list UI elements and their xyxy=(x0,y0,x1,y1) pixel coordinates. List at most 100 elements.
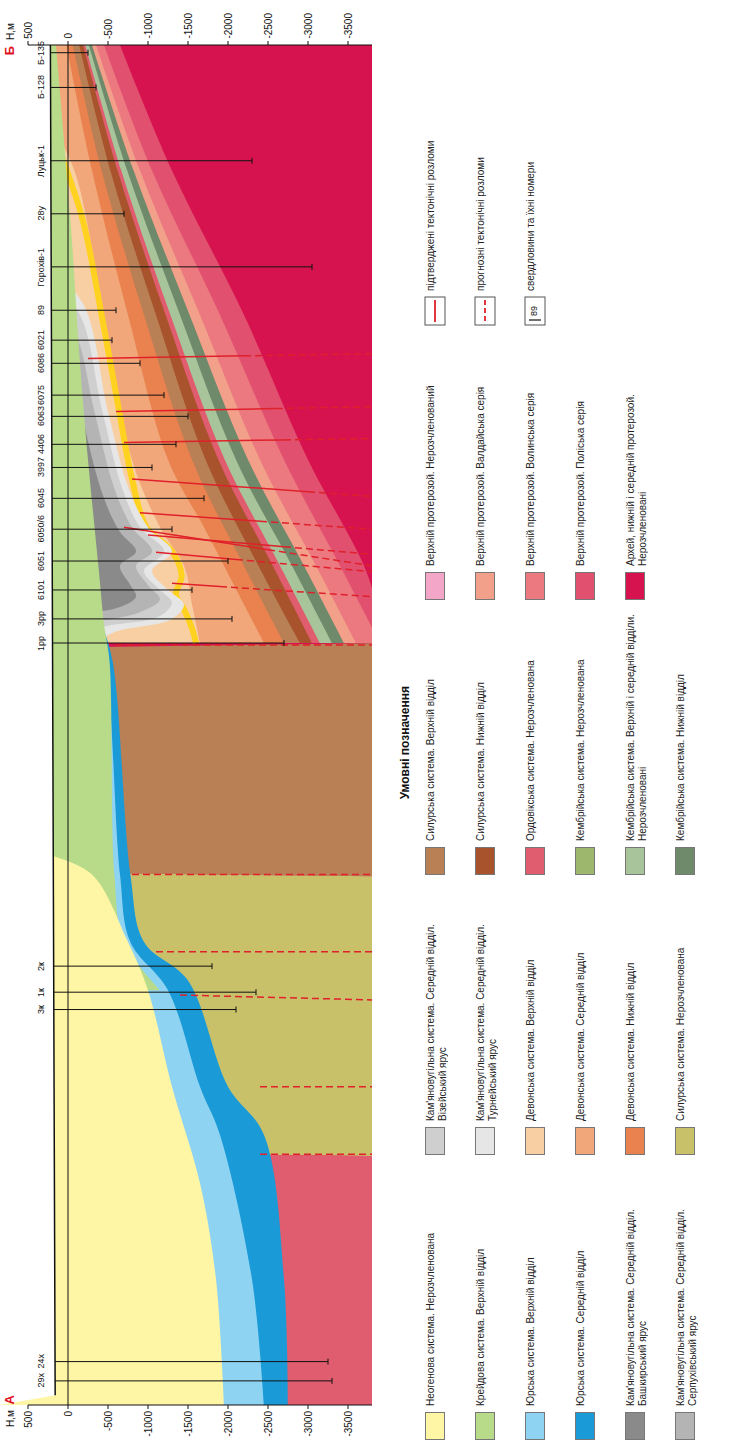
well-line xyxy=(53,643,284,644)
legend-swatch xyxy=(475,1127,495,1155)
legend-swatch xyxy=(625,1127,645,1155)
fault-confirmed xyxy=(116,409,276,412)
fault-confirmed xyxy=(88,356,244,359)
well-line xyxy=(52,561,228,562)
fault-predicted xyxy=(308,492,372,497)
well-bottom xyxy=(124,211,125,217)
fault-confirmed-symbol xyxy=(434,300,436,322)
legend-swatch xyxy=(575,1127,595,1155)
legend-swatch xyxy=(625,1412,645,1440)
well-line xyxy=(50,52,88,53)
well-line xyxy=(52,444,176,445)
legend-swatch xyxy=(425,1412,445,1440)
depth-value: -3000 xyxy=(303,13,314,39)
well-bottom xyxy=(332,1378,333,1384)
fault-predicted xyxy=(276,407,372,409)
well-bottom xyxy=(112,337,113,343)
well-number: Б-128 xyxy=(37,75,47,99)
legend-symbol-box xyxy=(475,297,495,325)
legend-heading: Умовні позначення xyxy=(399,686,412,799)
well-bottom xyxy=(172,526,173,532)
well-number: 29х xyxy=(37,1373,47,1388)
well-number: 6021 xyxy=(37,330,47,350)
well-bottom xyxy=(176,441,177,447)
well-number: 3к xyxy=(37,1005,47,1014)
well-line xyxy=(52,467,152,468)
legend-text: Верхній протерозой. Волинська серія xyxy=(525,335,537,566)
fault-predicted xyxy=(220,586,372,596)
well-number: 2к xyxy=(37,962,47,971)
fault-confirmed xyxy=(124,440,284,442)
well-line xyxy=(52,498,204,499)
legend-swatch xyxy=(675,847,695,875)
fault-predicted xyxy=(260,1153,372,1155)
legend-swatch xyxy=(575,1412,595,1440)
well-bottom xyxy=(204,495,205,501)
well-number: 3рр xyxy=(37,611,47,626)
legend-text: підтверджені тектонічні розломи xyxy=(425,60,437,291)
legend-text: Кам'яновугільна система. Середній відділ… xyxy=(425,885,448,1121)
well-number: 4406 xyxy=(37,434,47,454)
well-line xyxy=(52,363,140,364)
axis-tick xyxy=(228,1405,229,1409)
fault-predicted xyxy=(116,644,372,646)
depth-axis xyxy=(28,41,372,45)
well-symbol xyxy=(529,319,541,320)
well-line xyxy=(51,160,252,161)
well-line xyxy=(51,340,112,341)
depth-value: -2000 xyxy=(223,1411,234,1437)
well-line xyxy=(55,1380,332,1381)
well-bottom xyxy=(164,392,165,398)
legend-text: Кембрійська система. Нерозчленована xyxy=(575,610,587,841)
fault-predicted xyxy=(260,1086,372,1088)
fault-predicted xyxy=(284,439,372,440)
legend-text: Кам'яновугільна система. Середній відділ… xyxy=(475,885,498,1121)
legend-text: прогнозні тектонічні розломи xyxy=(475,60,487,291)
well-bottom xyxy=(232,616,233,622)
well-number: Луцьк-1 xyxy=(37,145,47,177)
well-bottom xyxy=(96,84,97,90)
well-line xyxy=(51,310,116,311)
sky-mask xyxy=(0,45,55,1405)
legend-text: Девонська система. Середній відділ xyxy=(575,885,587,1121)
well-bottom xyxy=(312,264,313,270)
well-line xyxy=(52,618,232,619)
fault-predicted xyxy=(236,559,372,571)
well-line xyxy=(52,395,164,396)
well-bottom xyxy=(88,50,89,56)
legend-text: Неогенова система. Нерозчленована xyxy=(425,1165,437,1406)
legend-swatch xyxy=(675,1127,695,1155)
fault-predicted xyxy=(132,874,372,876)
legend-swatch xyxy=(525,1127,545,1155)
fault-confirmed xyxy=(156,552,236,559)
axis-tick xyxy=(188,1405,189,1409)
axis-tick xyxy=(108,41,109,45)
legend-swatch xyxy=(525,572,545,600)
legend-text: Силурська система. Нерозчленована xyxy=(675,885,687,1121)
legend-symbols xyxy=(425,297,545,325)
fault-predicted xyxy=(260,521,372,529)
legend-text: Верхній протерозой. Нерозчленований xyxy=(425,335,437,566)
depth-value: 0 xyxy=(63,33,74,39)
depth-value: -1500 xyxy=(183,13,194,39)
well-bottom xyxy=(192,587,193,593)
legend-swatch xyxy=(675,1412,695,1440)
legend-swatch xyxy=(425,847,445,875)
legend-text: Ордовікська система. Нерозчленована xyxy=(525,610,537,841)
legend-text: свердловини та їхні номери xyxy=(525,60,537,291)
fault-confirmed xyxy=(172,583,220,586)
depth-value: -1000 xyxy=(143,1411,154,1437)
well-line xyxy=(54,966,212,967)
well-bottom xyxy=(236,1007,237,1013)
axis-tick xyxy=(28,1405,29,1409)
legend-symbol-box xyxy=(525,297,545,325)
well-bottom xyxy=(212,963,213,969)
axis-tick xyxy=(348,1405,349,1409)
legend-swatch xyxy=(475,847,495,875)
strata xyxy=(0,45,372,1405)
ground-line xyxy=(50,45,55,1395)
fault-predicted xyxy=(284,547,372,555)
well-bottom xyxy=(116,307,117,313)
